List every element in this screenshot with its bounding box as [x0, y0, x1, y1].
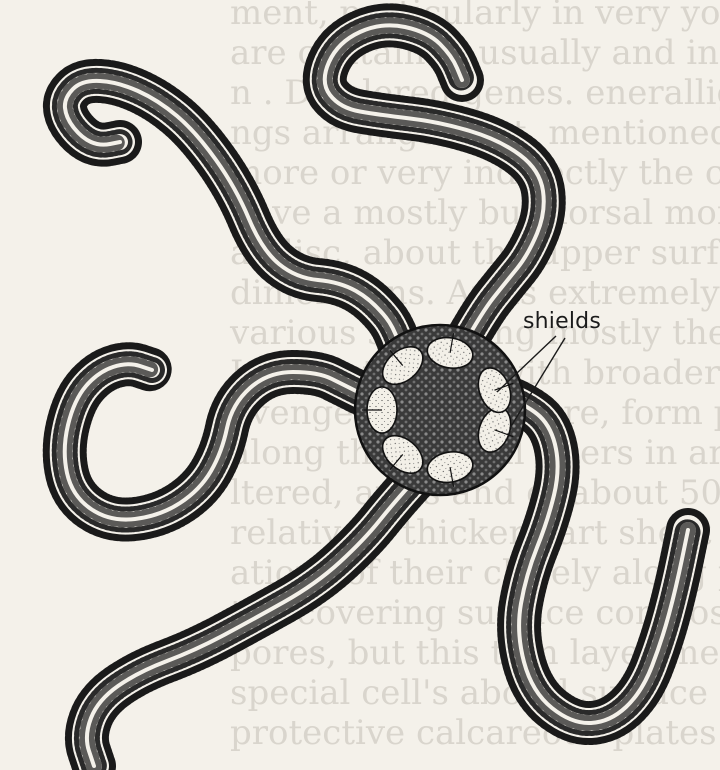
- arm-5: [65, 364, 378, 519]
- arm-3: [495, 392, 688, 723]
- shields-label: shields: [523, 309, 601, 334]
